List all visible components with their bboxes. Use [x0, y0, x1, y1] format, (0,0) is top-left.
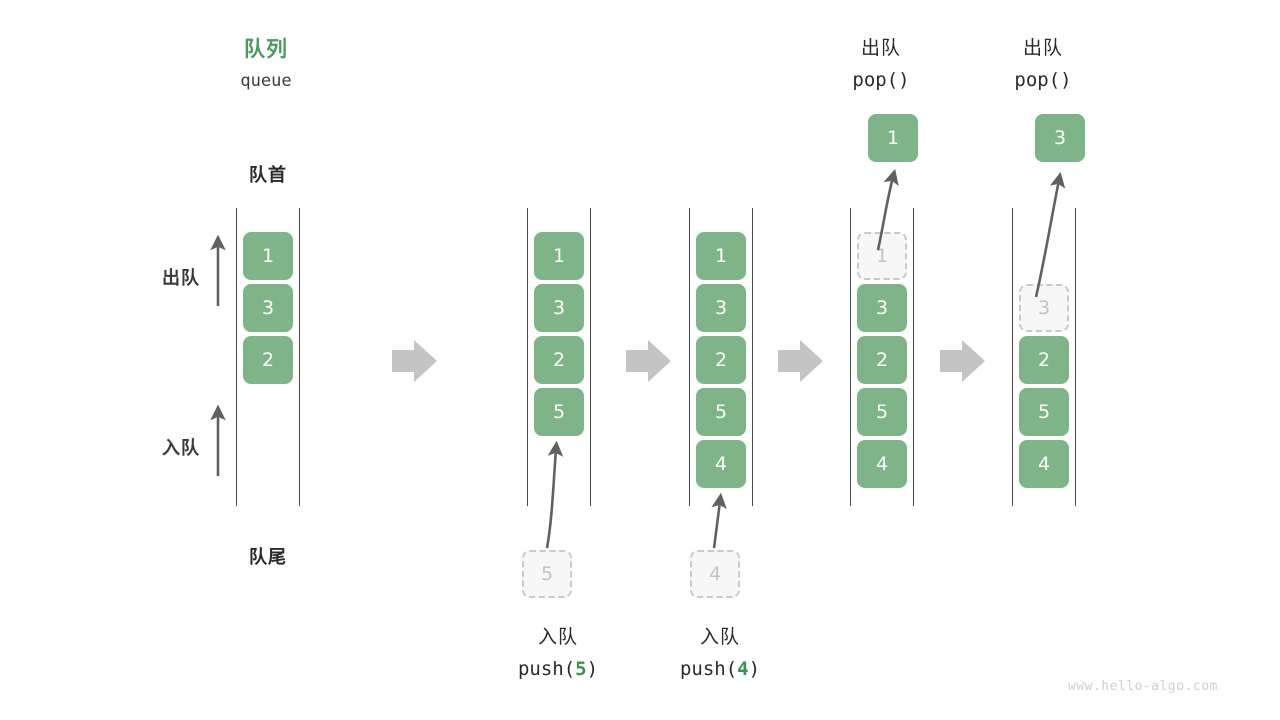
queue-rail-left: [689, 208, 690, 506]
queue-element: 5: [857, 388, 907, 436]
queue-element: 4: [1019, 440, 1069, 488]
popped-element: 1: [868, 114, 918, 162]
queue-element: 1: [534, 232, 584, 280]
flow-arrow-icon: [940, 340, 985, 382]
queue-element: 2: [534, 336, 584, 384]
queue-element: 2: [243, 336, 293, 384]
queue-element: 1: [696, 232, 746, 280]
queue-element: 3: [534, 284, 584, 332]
queue-element: 3: [857, 284, 907, 332]
queue-rail-right: [1075, 208, 1076, 506]
queue-rail-left: [850, 208, 851, 506]
queue-element: 3: [243, 284, 293, 332]
queue-element: 2: [1019, 336, 1069, 384]
op-code-prefix: push(: [679, 658, 738, 680]
op-code-value: 5: [575, 658, 587, 680]
flow-arrow-icon: [626, 340, 671, 382]
flow-arrow-icon: [778, 340, 823, 382]
op-code-prefix: pop(: [1014, 69, 1061, 91]
watermark: www.hello-algo.com: [1068, 679, 1218, 694]
push-motion-arrow-icon: [711, 492, 727, 549]
queue-element: 4: [696, 440, 746, 488]
queue-rail-right: [590, 208, 591, 506]
op-code-suffix: ): [1060, 69, 1072, 91]
queue-element: 2: [696, 336, 746, 384]
queue-rail-right: [752, 208, 753, 506]
op-code-prefix: pop(: [852, 69, 899, 91]
queue-element: 4: [857, 440, 907, 488]
op-code-suffix: ): [898, 69, 910, 91]
operation-label-cn: 出队: [860, 37, 901, 59]
queue-rail-right: [913, 208, 914, 506]
queue-element: 3: [696, 284, 746, 332]
diagram-title-en: queue: [240, 71, 292, 91]
operation-code: pop(): [963, 69, 1123, 91]
enqueue-direction-label: 入队: [162, 438, 200, 459]
operation-code: pop(): [801, 69, 961, 91]
queue-element: 1: [243, 232, 293, 280]
queue-rail-left: [1012, 208, 1013, 506]
queue-element-ghost: 1: [857, 232, 907, 280]
incoming-element-ghost: 5: [522, 550, 572, 598]
queue-rail-right: [299, 208, 300, 506]
queue-element-ghost: 3: [1019, 284, 1069, 332]
front-label: 队首: [249, 165, 287, 186]
popped-element: 3: [1035, 114, 1085, 162]
rear-label: 队尾: [249, 547, 287, 568]
op-code-suffix: ): [748, 658, 761, 680]
op-code-suffix: ): [586, 658, 599, 680]
flow-arrow-icon: [392, 340, 437, 382]
push-motion-arrow-icon: [545, 440, 564, 549]
diagram-title-cn: 队列: [244, 37, 288, 61]
dequeue-direction-label: 出队: [162, 268, 200, 289]
queue-rail-left: [236, 208, 237, 506]
incoming-element-ghost: 4: [690, 550, 740, 598]
op-code-prefix: push(: [517, 658, 576, 680]
operation-label-cn: 出队: [1022, 37, 1063, 59]
operation-code: push(4): [640, 658, 800, 680]
operation-code: push(5): [478, 658, 638, 680]
op-code-value: 4: [737, 658, 749, 680]
operation-label-cn: 入队: [537, 626, 578, 648]
queue-element: 5: [534, 388, 584, 436]
queue-rail-left: [527, 208, 528, 506]
queue-element: 2: [857, 336, 907, 384]
queue-element: 5: [1019, 388, 1069, 436]
queue-element: 5: [696, 388, 746, 436]
operation-label-cn: 入队: [699, 626, 740, 648]
pop-motion-arrow-icon: [1034, 171, 1066, 298]
